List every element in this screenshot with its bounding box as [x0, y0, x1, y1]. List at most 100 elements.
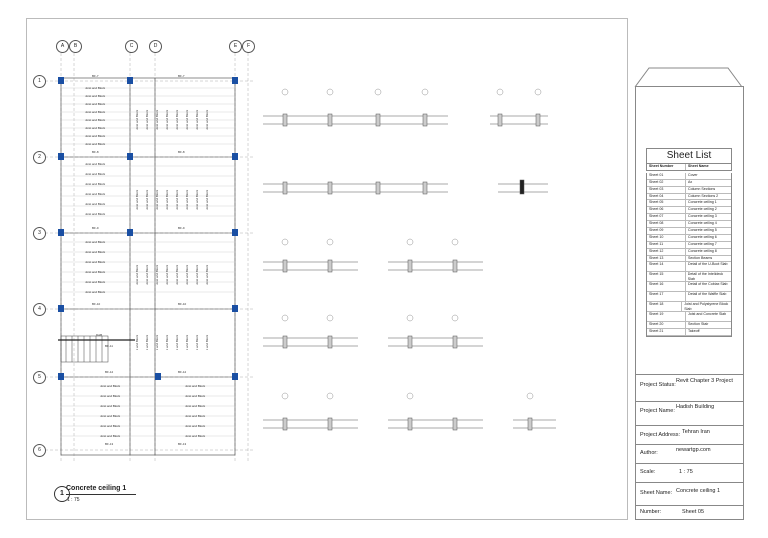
joist-label: Joist and Block [85, 240, 106, 244]
sheet-name-cell: Concrete ceiling 3 [688, 214, 717, 219]
floor-plan: DAB [40, 48, 255, 461]
svg-text:Joist and Block: Joist and Block [175, 334, 179, 350]
project-address-label: Project Address: [640, 432, 681, 438]
svg-text:Joist and Block: Joist and Block [165, 189, 169, 210]
sheet-name-cell: Detail of the Cobiax Slab [688, 282, 728, 287]
svg-text:Joist and Block: Joist and Block [155, 109, 159, 130]
sheet-number-cell: Sheet 11 [647, 241, 686, 248]
svg-text:Joist and Block: Joist and Block [145, 189, 149, 210]
sheet-list-header: Sheet Number Sheet Name [646, 163, 732, 171]
sheet-name-cell: Concrete ceiling 7 [688, 241, 717, 246]
joist-label: Joist and Block [85, 126, 106, 130]
joist-label: Joist and Block [85, 102, 106, 106]
sheet-name-cell: Joist and Concrete Slab [688, 312, 727, 317]
joist-label: Joist and Block [85, 134, 106, 138]
sheet-number-cell: Sheet 15 [647, 272, 686, 282]
grid-bubble-row: 2 [33, 151, 46, 164]
beam-label: BF-10 [92, 302, 101, 306]
beam-label: BF-7 [92, 74, 99, 78]
beam-section-details [263, 88, 556, 431]
view-title: Concrete ceiling 1 [66, 485, 127, 492]
beam-label: BF-7 [178, 74, 185, 78]
svg-text:Joist and Block: Joist and Block [175, 189, 179, 210]
structural-column [232, 229, 238, 236]
author-label: Author: [640, 450, 658, 456]
beam-label: BF-11 [105, 344, 113, 348]
author: newartgp.com [676, 447, 711, 453]
joist-label: Joist and Block [85, 202, 106, 206]
svg-text:Joist and Block: Joist and Block [165, 264, 169, 285]
svg-text:Joist and Block: Joist and Block [185, 334, 189, 350]
structural-column [155, 373, 161, 380]
svg-text:Joist and Block: Joist and Block [195, 264, 199, 285]
structural-column [58, 373, 64, 380]
structural-column [58, 305, 64, 312]
beam-label: BF-12 [105, 370, 114, 374]
joist-label: Joist and Block [85, 192, 106, 196]
sheet-number-cell: Sheet 12 [647, 248, 686, 255]
sheet-list-title: Sheet List [646, 148, 732, 163]
project-status: Revit Chapter 3 Project [676, 378, 733, 384]
structural-column [58, 77, 64, 84]
sheet-number-cell: Sheet 18 [647, 302, 683, 312]
joist-label: Joist and Block [85, 250, 106, 254]
joist-label: Joist and Block [185, 434, 206, 438]
drawing-border [26, 18, 628, 520]
sheet-number-cell: Sheet 20 [647, 322, 686, 329]
joist-label: Joist and Block [85, 172, 106, 176]
sheet-number-cell: Sheet 19 [647, 312, 686, 322]
structural-column [127, 153, 133, 160]
sheet-number-cell: Sheet 02 [647, 179, 686, 186]
sheet-name-cell: Concrete ceiling 1 [688, 200, 717, 205]
svg-text:Joist and Block: Joist and Block [145, 334, 149, 350]
sheet-number-cell: Sheet 01 [647, 172, 686, 179]
joist-label: Joist and Block [100, 394, 121, 398]
beam-label: BF-9 [92, 226, 99, 230]
joist-label: Joist and Block [85, 94, 106, 98]
header-sheet-number: Sheet Number [647, 164, 686, 170]
svg-text:Joist and Block: Joist and Block [195, 334, 199, 350]
joist-label: Joist and Block [85, 182, 106, 186]
joist-label: Joist and Block [185, 384, 206, 388]
number-label: Number: [640, 509, 662, 515]
joist-label: Joist and Block [100, 404, 121, 408]
grid-bubble-row: 5 [33, 371, 46, 384]
structural-column [127, 229, 133, 236]
joist-label: Joist and Block [100, 414, 121, 418]
grid-bubble-col: A [56, 40, 69, 53]
stair-label: DAB [96, 333, 102, 337]
sheet-number-cell: Sheet 14 [647, 262, 686, 272]
svg-text:Joist and Block: Joist and Block [135, 109, 139, 130]
vertical-joist-labels: Joist and Block Joist and Block Joist an… [135, 109, 209, 350]
view-scale: 1 : 75 [67, 497, 80, 503]
joist-label: Joist and Block [100, 384, 121, 388]
joist-label: Joist and Block [185, 404, 206, 408]
joist-label: Joist and Block [185, 424, 206, 428]
joist-label: Joist and Block [185, 414, 206, 418]
structural-column [232, 373, 238, 380]
svg-text:Joist and Block: Joist and Block [165, 109, 169, 130]
joist-label: Joist and Block [85, 86, 106, 90]
beam-label: BF-8 [178, 150, 185, 154]
grid-bubble-col: B [69, 40, 82, 53]
sheet-number-cell: Sheet 07 [647, 214, 686, 221]
sheet-list: Sheet List Sheet Number Sheet Name Sheet… [646, 148, 732, 338]
title-block [635, 86, 744, 520]
structural-column [232, 305, 238, 312]
beam-label: BF-12 [178, 370, 187, 374]
sheet-name-cell: Concrete ceiling 2 [688, 207, 717, 212]
structural-column [232, 77, 238, 84]
sheet-name-cell: Concrete ceiling 5 [688, 228, 717, 233]
structural-column [232, 153, 238, 160]
